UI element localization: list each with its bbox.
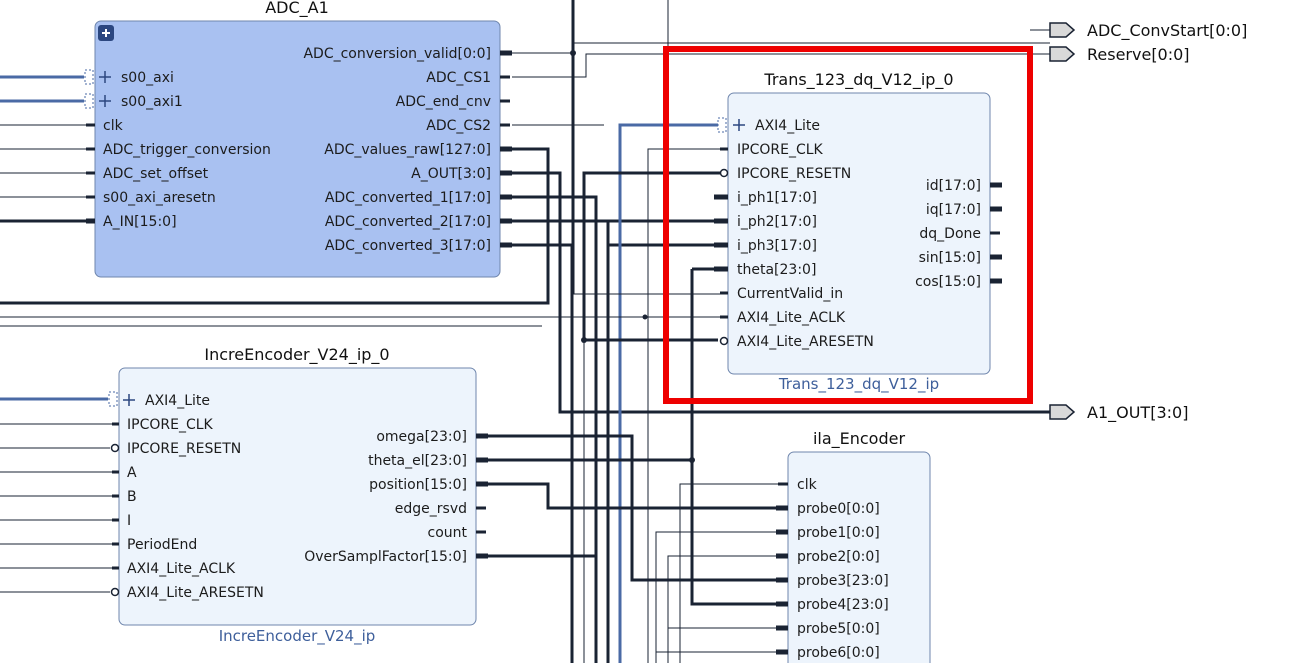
port-label: iq[17:0] — [926, 202, 981, 218]
port-label: AXI4_Lite — [755, 118, 820, 134]
external-port-label: ADC_ConvStart[0:0] — [1087, 21, 1247, 41]
adc-right-port-stubs — [500, 50, 512, 248]
external-port-label: A1_OUT[3:0] — [1087, 403, 1188, 423]
nets — [0, 0, 1050, 663]
port-label: edge_rsvd — [395, 501, 467, 517]
port-label: s00_axi_aresetn — [103, 190, 216, 206]
port-label: sin[15:0] — [919, 250, 981, 266]
port-label: probe6[0:0] — [797, 645, 880, 661]
adc-left-port-stubs — [84, 69, 95, 224]
port-label: ADC_converted_3[17:0] — [325, 238, 491, 254]
port-label: A — [127, 465, 137, 481]
selection-highlight — [663, 46, 1033, 404]
ila-block-body[interactable] — [787, 451, 931, 663]
encoder-block-title: IncreEncoder_V24_ip_0 — [204, 345, 389, 365]
port-label: AXI4_Lite_ARESETN — [737, 334, 874, 350]
plus-icon[interactable] — [99, 71, 111, 83]
trans-right-port-stubs — [990, 182, 1002, 284]
expand-icon[interactable] — [98, 25, 114, 41]
axi-port-stub — [108, 391, 118, 407]
port-label: s00_axi — [121, 70, 174, 86]
port-label: A_OUT[3:0] — [411, 166, 491, 182]
port-label: theta_el[23:0] — [368, 453, 467, 469]
encoder-block[interactable]: IncreEncoder_V24_ip_0 AXI4_Lite IPCORE_C… — [108, 345, 488, 646]
port-label: ADC_conversion_valid[0:0] — [303, 46, 491, 62]
port-label: i_ph3[17:0] — [737, 238, 817, 254]
port-label: OverSamplFactor[15:0] — [304, 549, 467, 565]
port-label: id[17:0] — [926, 178, 981, 194]
port-label: ADC_converted_2[17:0] — [325, 214, 491, 230]
output-port-icon — [1049, 404, 1076, 420]
port-label: ADC_CS2 — [426, 118, 491, 134]
adc-block[interactable]: ADC_A1 s00_axi s00_axi1 clk ADC_tr — [84, 0, 512, 278]
port-label: count — [428, 525, 468, 541]
port-label: I — [127, 513, 131, 529]
port-label: CurrentValid_in — [737, 286, 843, 302]
external-port-reserve[interactable]: Reserve[0:0] — [1049, 45, 1190, 64]
port-label: AXI4_Lite_ACLK — [737, 310, 846, 326]
encoder-right-port-stubs — [476, 433, 488, 559]
port-label: IPCORE_RESETN — [127, 441, 241, 457]
port-label: ADC_values_raw[127:0] — [324, 142, 491, 158]
port-label: probe0[0:0] — [797, 501, 880, 517]
port-label: AXI4_Lite — [145, 393, 210, 409]
port-label: clk — [797, 477, 818, 493]
encoder-left-port-stubs — [110, 422, 120, 597]
port-label: B — [127, 489, 137, 505]
plus-icon[interactable] — [733, 119, 745, 131]
port-label: omega[23:0] — [376, 429, 467, 445]
trans-left-port-stubs — [714, 147, 729, 346]
plus-icon[interactable] — [99, 95, 111, 107]
port-label: clk — [103, 118, 124, 134]
port-label: position[15:0] — [369, 477, 467, 493]
trans-ip-name: Trans_123_dq_V12_ip — [778, 375, 939, 394]
ila-block[interactable]: ila_Encoder clk probe0[0:0] probe1[0:0] … — [776, 429, 931, 663]
external-port-label: Reserve[0:0] — [1087, 45, 1190, 64]
adc-block-title: ADC_A1 — [265, 0, 329, 18]
port-label: probe2[0:0] — [797, 549, 880, 565]
trans-block[interactable]: Trans_123_dq_V12_ip_0 AXI4_Lite IPCORE_C… — [714, 70, 1002, 394]
port-label: ADC_trigger_conversion — [103, 142, 271, 158]
port-label: ADC_CS1 — [426, 70, 491, 86]
port-label: i_ph2[17:0] — [737, 214, 817, 230]
trans-block-title: Trans_123_dq_V12_ip_0 — [763, 70, 953, 90]
port-label: AXI4_Lite_ARESETN — [127, 585, 264, 601]
external-port-adc-convstart[interactable]: ADC_ConvStart[0:0] — [1030, 21, 1247, 41]
port-label: probe4[23:0] — [797, 597, 889, 613]
port-label: ADC_set_offset — [103, 166, 209, 182]
port-label: IPCORE_CLK — [737, 142, 824, 158]
axi-port-stub — [717, 117, 727, 133]
plus-icon[interactable] — [123, 394, 135, 406]
ila-block-title: ila_Encoder — [813, 429, 906, 449]
port-label: A_IN[15:0] — [103, 214, 177, 230]
port-label: IPCORE_RESETN — [737, 166, 851, 182]
port-label: i_ph1[17:0] — [737, 190, 817, 206]
port-label: s00_axi1 — [121, 94, 183, 110]
port-label: AXI4_Lite_ACLK — [127, 561, 236, 577]
port-label: probe1[0:0] — [797, 525, 880, 541]
output-port-icon — [1049, 22, 1076, 38]
port-label: ADC_converted_1[17:0] — [325, 190, 491, 206]
port-label: probe5[0:0] — [797, 621, 880, 637]
port-label: PeriodEnd — [127, 537, 197, 553]
port-label: cos[15:0] — [915, 274, 981, 290]
encoder-ip-name: IncreEncoder_V24_ip — [219, 627, 376, 646]
external-port-a1-out[interactable]: A1_OUT[3:0] — [1049, 403, 1188, 423]
port-label: ADC_end_cnv — [396, 94, 491, 110]
port-label: IPCORE_CLK — [127, 417, 214, 433]
output-port-icon — [1049, 46, 1076, 62]
ila-left-port-stubs — [776, 482, 788, 655]
port-label: theta[23:0] — [737, 262, 816, 278]
port-label: probe3[23:0] — [797, 573, 889, 589]
port-label: dq_Done — [919, 226, 981, 242]
